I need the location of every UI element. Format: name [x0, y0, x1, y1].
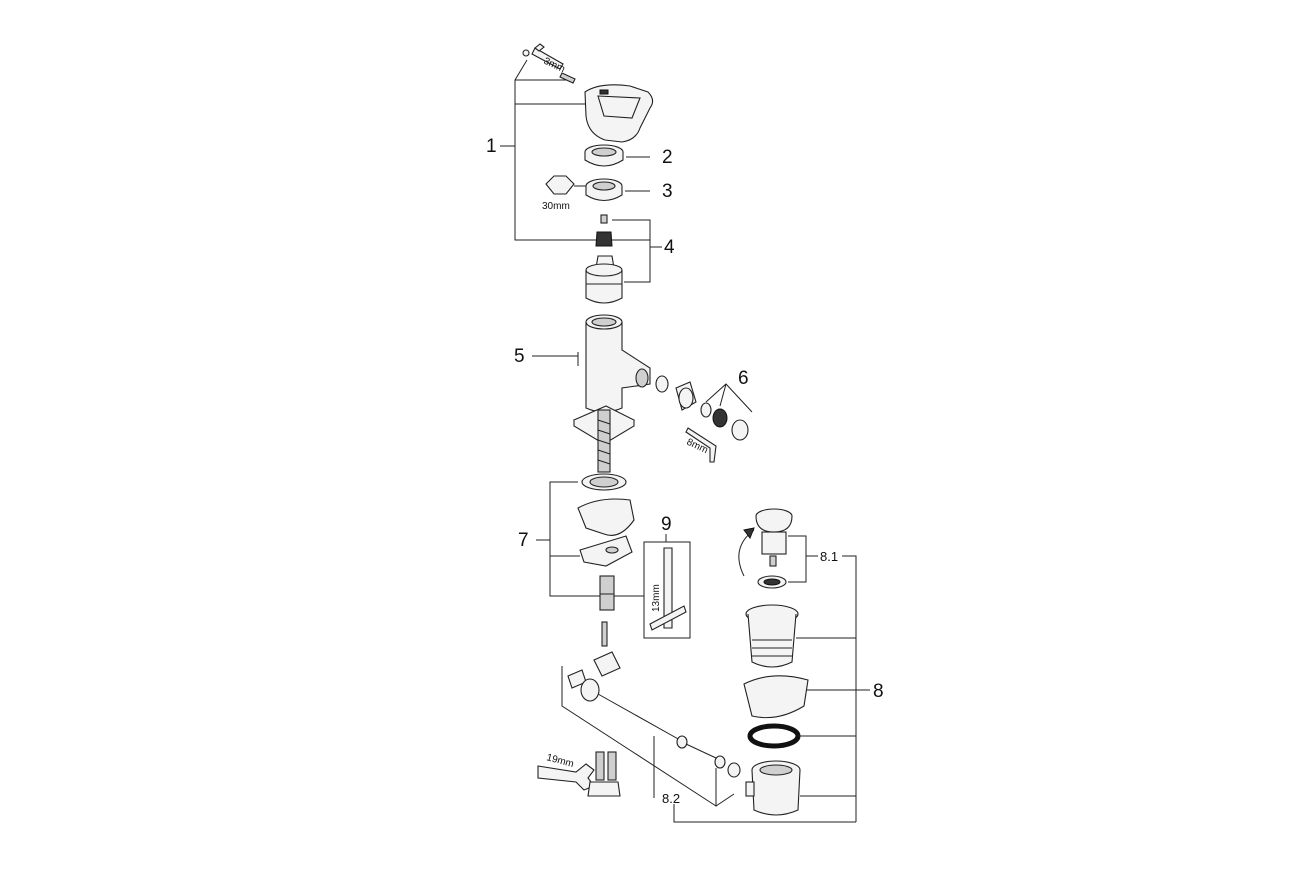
callout-9: 9 — [661, 514, 672, 535]
fixing-nut — [599, 575, 615, 611]
part-group-4-cartridge — [585, 214, 662, 304]
label-hex-30mm: 30mm — [542, 201, 570, 212]
small-screw — [600, 214, 608, 224]
washer — [655, 375, 669, 393]
hose-cold — [607, 751, 617, 781]
label-allen-3mm: 3mm — [542, 56, 567, 75]
allen-key-8mm-icon — [685, 427, 717, 463]
part-5-tap-body — [532, 314, 651, 473]
part-2-cover-ring — [584, 144, 650, 167]
callout-4: 4 — [664, 237, 675, 258]
aerator-cap — [731, 419, 749, 441]
hose-hot — [595, 751, 605, 781]
hex-30mm-icon — [545, 175, 575, 195]
grub-screw — [522, 49, 530, 57]
allen-key-3mm-icon — [531, 47, 564, 70]
pivot-nut — [580, 678, 600, 702]
threaded-stud — [597, 409, 611, 473]
rubber-gasket — [743, 675, 809, 719]
wrench-box — [643, 541, 691, 639]
lift-rod — [601, 621, 608, 647]
part-group-8-waste — [738, 508, 870, 822]
part-3-locking-nut — [545, 175, 650, 202]
callout-2: 2 — [662, 147, 673, 168]
pivot-rod — [597, 693, 681, 741]
wrench-13mm-icon — [663, 547, 673, 629]
callout-6: 6 — [738, 368, 749, 389]
callout-7: 7 — [518, 530, 529, 551]
set-screw — [559, 72, 576, 84]
callout-8-2: 8.2 — [662, 791, 680, 806]
ceramic-cartridge — [585, 269, 623, 304]
clevis — [593, 651, 621, 677]
o-ring — [747, 723, 801, 749]
callout-1: 1 — [486, 136, 497, 157]
mixer-body — [585, 321, 651, 413]
callout-5: 5 — [514, 346, 525, 367]
hose-assembly — [537, 751, 621, 797]
spindle-adapter — [595, 231, 613, 247]
label-wrench-13mm: 13mm — [651, 584, 662, 612]
part-group-8-2-popup-rod — [561, 621, 856, 823]
part-group-6-aerator — [655, 375, 753, 463]
counter-plate — [577, 498, 635, 536]
callout-8: 8 — [873, 681, 884, 702]
part-9-wrench-box — [643, 534, 691, 639]
callout-3: 3 — [662, 181, 673, 202]
part-group-7-fixing-set — [536, 473, 644, 611]
callout-8-1: 8.1 — [820, 549, 838, 564]
aerator-insert — [712, 408, 728, 428]
part-group-1-handle — [500, 43, 654, 241]
